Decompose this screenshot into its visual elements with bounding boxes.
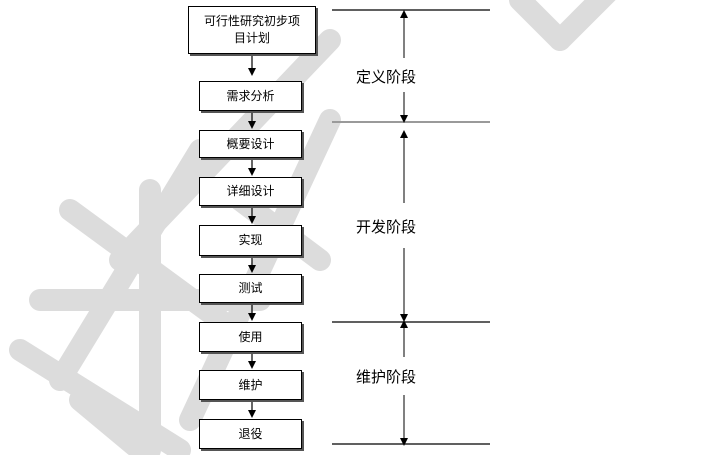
step-retirement-box: 退役	[199, 419, 302, 449]
step-label: 维护	[238, 377, 263, 392]
step-testing-box: 测试	[199, 274, 302, 303]
step-feasibility-box: 可行性研究初步项 目计划	[188, 6, 316, 54]
step-usage-box: 使用	[199, 322, 302, 352]
phase-label-define: 定义阶段	[356, 68, 417, 86]
step-label: 实现	[238, 233, 263, 247]
step-label: 使用	[238, 329, 263, 344]
step-label: 目计划	[233, 31, 270, 45]
step-label: 可行性研究初步项	[203, 14, 300, 28]
step-label: 概要设计	[226, 136, 275, 151]
step-implementation-box: 实现	[199, 225, 302, 256]
step-outline-design-box: 概要设计	[199, 130, 302, 158]
step-detailed-design-box: 详细设计	[199, 177, 302, 206]
step-label: 退役	[238, 426, 263, 441]
phase-label-develop: 开发阶段	[356, 218, 417, 236]
step-label: 需求分析	[226, 88, 275, 103]
step-maintenance-box: 维护	[199, 370, 302, 400]
step-label: 详细设计	[226, 184, 275, 198]
phase-label-maintain: 维护阶段	[356, 368, 417, 386]
step-requirements-box: 需求分析	[199, 81, 302, 111]
step-label: 测试	[238, 281, 263, 295]
